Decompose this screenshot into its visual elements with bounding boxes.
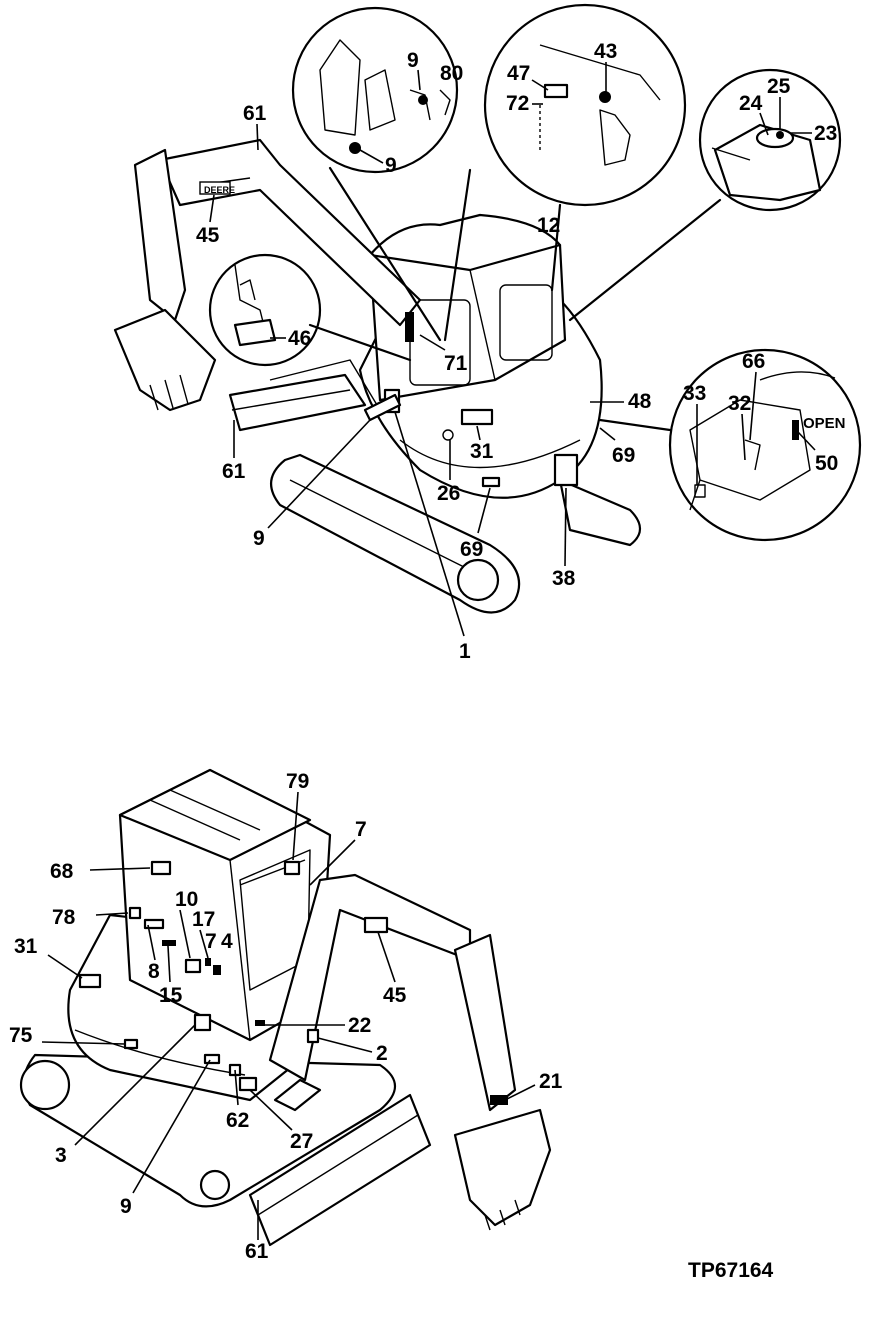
callout: 9 xyxy=(407,49,419,72)
callout: 47 xyxy=(507,62,530,85)
callout: 9 xyxy=(385,154,397,177)
callout: 31 xyxy=(14,935,38,958)
callout: 72 xyxy=(506,92,529,115)
blade-top xyxy=(228,373,367,432)
detail-circle-engine xyxy=(668,348,862,542)
callout: 27 xyxy=(290,1130,313,1153)
callout: 79 xyxy=(286,770,309,793)
bottom-callouts: 79 7 68 10 78 17 7 4 31 8 15 45 22 75 2 … xyxy=(9,770,563,1263)
callout: 78 xyxy=(52,906,76,929)
callout: 10 xyxy=(175,888,198,911)
callout: 15 xyxy=(159,984,183,1007)
callout: 9 xyxy=(253,527,265,550)
callout: 80 xyxy=(440,62,463,85)
callout: 7 xyxy=(355,818,367,841)
callout: 22 xyxy=(348,1014,371,1037)
callout: 32 xyxy=(728,392,751,415)
detail-circle-door xyxy=(483,3,687,207)
callout: 1 xyxy=(459,640,471,663)
callout: 2 xyxy=(376,1042,388,1065)
callout: 17 xyxy=(192,908,215,931)
detail-circle-controls xyxy=(291,6,459,174)
callout: 68 xyxy=(50,860,74,883)
callout: 61 xyxy=(243,102,267,125)
blade-bottom xyxy=(248,1093,432,1247)
callout: 9 xyxy=(120,1195,132,1218)
callout: 62 xyxy=(226,1109,249,1132)
callout: 23 xyxy=(814,122,837,145)
callout: 69 xyxy=(612,444,635,467)
figure-id: TP67164 xyxy=(688,1259,774,1282)
callout: 75 xyxy=(9,1024,33,1047)
callout: 45 xyxy=(196,224,220,247)
callout: 24 xyxy=(739,92,763,115)
callout: 43 xyxy=(594,40,617,63)
bucket-bottom xyxy=(453,1108,552,1227)
bucket-top xyxy=(113,308,217,412)
callout: 50 xyxy=(815,452,838,475)
arm-top xyxy=(133,148,187,322)
callout: 38 xyxy=(552,567,576,590)
callout: 4 xyxy=(221,930,233,953)
callout: 25 xyxy=(767,75,791,98)
callout: 31 xyxy=(470,440,494,463)
callout: 71 xyxy=(444,352,468,375)
callout: 61 xyxy=(222,460,246,483)
callout: 69 xyxy=(460,538,483,561)
callout: 8 xyxy=(148,960,160,983)
callout: 3 xyxy=(55,1144,67,1167)
callout: 26 xyxy=(437,482,460,505)
callout: 7 xyxy=(205,930,217,953)
arm-bottom xyxy=(453,933,517,1112)
excavator-top-view: DEERE xyxy=(113,3,862,614)
callout: 21 xyxy=(539,1070,563,1093)
boom-brand-text: DEERE xyxy=(204,185,235,195)
callout: 48 xyxy=(628,390,652,413)
callout: 61 xyxy=(245,1240,269,1263)
callout: 12 xyxy=(537,214,560,237)
callout: 66 xyxy=(742,350,765,373)
callout: 33 xyxy=(683,382,706,405)
excavator-bottom-view xyxy=(19,768,552,1247)
callout: 46 xyxy=(288,327,311,350)
open-label: OPEN xyxy=(803,415,846,432)
callout: 45 xyxy=(383,984,407,1007)
top-callouts: 61 45 9 80 9 47 43 72 12 25 24 23 46 71 … xyxy=(196,40,846,663)
track-top xyxy=(270,453,521,614)
